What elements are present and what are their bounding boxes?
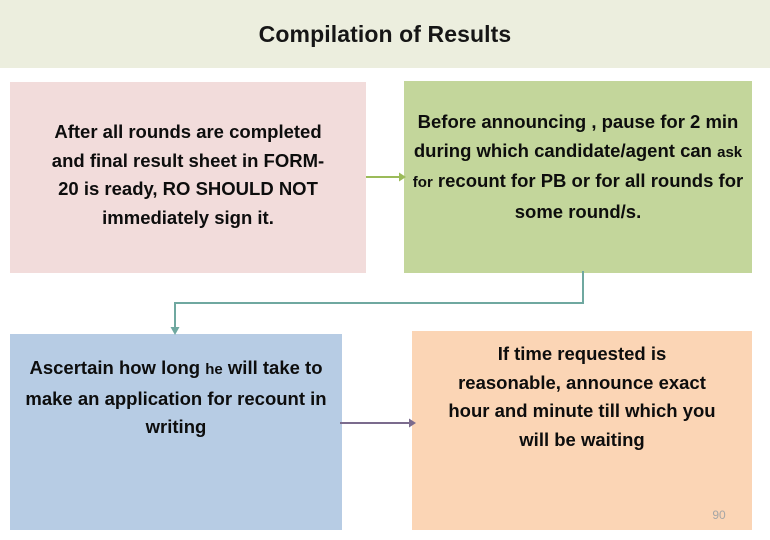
step1-line2: and final result sheet in FORM-	[51, 149, 325, 171]
step4-line3: hour and minute till which you	[448, 400, 716, 421]
page-number: 90	[712, 508, 726, 522]
elbow-arrow-down-icon-step2-to-step3	[170, 271, 584, 335]
step3-text-small-run: he	[205, 361, 223, 378]
step1-line4: immediately sign it.	[102, 206, 274, 228]
flow-box-step4: If time requested is reasonable, announc…	[412, 331, 752, 530]
page-title: Compilation of Results	[258, 21, 512, 47]
step4-line2: reasonable, announce exact	[458, 371, 706, 393]
flow-box-step3-text: Ascertain how long he will take to make …	[10, 354, 342, 442]
flow-box-step3: Ascertain how long he will take to make …	[10, 334, 342, 530]
step2-text-small-run: ask for	[412, 143, 743, 192]
arrow-right-icon-step3-to-step4	[340, 418, 416, 428]
step2-text-part-a: Before announcing , pause for 2 min duri…	[413, 111, 739, 161]
step3-text-part-a: Ascertain how long	[29, 357, 206, 378]
flow-box-step2-text: Before announcing , pause for 2 min duri…	[404, 108, 752, 226]
step3-text-part-b: will take to make an application for rec…	[25, 357, 327, 437]
title-banner	[0, 0, 770, 68]
step4-line4: will be waiting	[519, 428, 645, 450]
step1-line3: 20 is ready, RO SHOULD NOT	[58, 178, 318, 199]
flow-box-step1-text: After all rounds are completed and final…	[10, 118, 366, 232]
flow-box-step1: After all rounds are completed and final…	[10, 82, 366, 273]
step2-text-part-b: recount for PB or for all rounds for som…	[432, 170, 744, 222]
flow-box-step2: Before announcing , pause for 2 min duri…	[404, 81, 752, 273]
step1-line1: After all rounds are completed	[54, 121, 322, 142]
flow-box-step4-text: If time requested is reasonable, announc…	[412, 340, 752, 454]
step4-line1: If time requested is	[497, 343, 667, 364]
arrow-right-icon-step1-to-step2	[366, 172, 406, 182]
